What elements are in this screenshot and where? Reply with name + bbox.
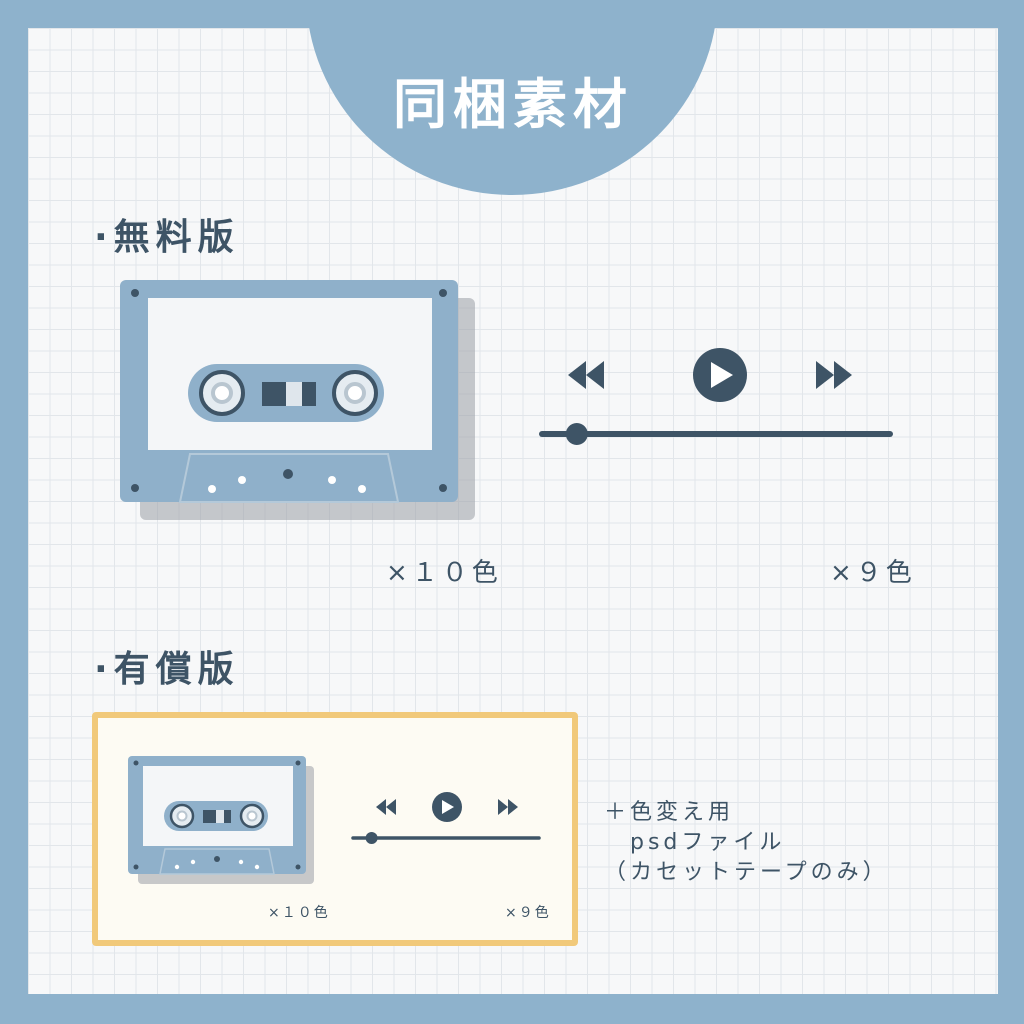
paid-version-heading: ·有償版 [94,649,240,690]
free-cassette-count: ×１０色 [386,558,502,588]
paid-note-line-2: psdファイル [604,830,786,855]
paid-player-count: ×９色 [505,905,551,921]
rewind-icon [568,361,604,389]
free-cassette-illustration [120,280,475,520]
paid-note-line-1: ＋色変え用 [604,800,735,825]
progress-knob [365,832,378,844]
paid-note-line-3: （カセットテープのみ） [604,860,889,885]
rewind-icon [376,799,396,815]
paid-player-illustration [351,792,541,844]
free-player-illustration [539,348,893,445]
play-icon [432,792,462,822]
progress-knob [565,423,588,445]
free-player-count: ×９色 [830,558,916,588]
play-icon [693,348,747,402]
fast-forward-icon [498,799,518,815]
fast-forward-icon [816,361,852,389]
page-title: 同梱素材 [393,73,633,136]
paid-cassette-illustration [128,756,314,884]
free-version-heading: ·無料版 [94,217,240,258]
paid-cassette-count: ×１０色 [268,905,330,921]
